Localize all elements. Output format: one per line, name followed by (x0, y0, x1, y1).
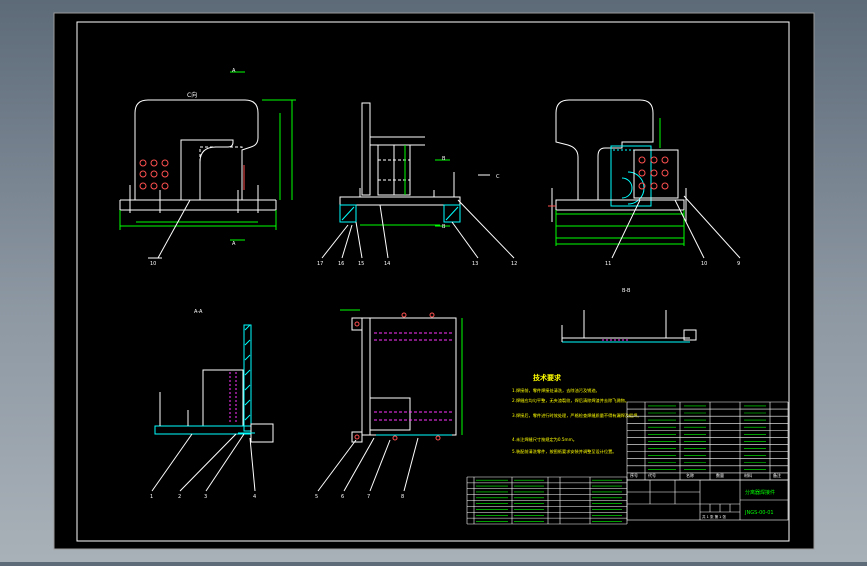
section-aa (151, 324, 274, 492)
section-bb-label: B-B (622, 288, 631, 294)
rear-base (555, 199, 685, 211)
balloon-5: 5 (315, 494, 318, 500)
balloon-6: 6 (341, 494, 344, 500)
view-rear (548, 99, 741, 259)
header-code: 代号 (648, 472, 656, 478)
section-bb (561, 310, 697, 343)
tech-req-item-4: 4.未注焊缝尺寸按规定为0.5mm。 (512, 436, 577, 443)
front-upright (361, 102, 371, 196)
header-remark: 备注 (773, 472, 781, 478)
tech-req-item-1: 1.焊接前，零件焊接处清洗，去除油污及锈迹。 (512, 387, 600, 394)
tech-req-item-3: 3.焊接后，零件进行时效处理，严格检查焊缝质量不得有漏焊及假焊。 (512, 412, 642, 419)
bb-end-block (683, 329, 697, 341)
inner-frame (76, 21, 790, 542)
balloon-13: 13 (472, 261, 478, 267)
view-rear-balloons: 11 10 9 (605, 261, 740, 267)
balloon-15: 15 (358, 261, 364, 267)
backplate-outline (134, 99, 259, 201)
balloon-1: 1 (150, 494, 153, 500)
balloon-2: 2 (178, 494, 181, 500)
view-front-balloons: 17 16 15 14 13 12 (317, 261, 517, 267)
balloon-3: 3 (204, 494, 207, 500)
technical-requirements: 技术要求 1.焊接前，零件焊接处清洗，去除油污及锈迹。 2.焊缝应均匀平整，无夹… (512, 373, 642, 455)
balloon-11: 11 (605, 261, 611, 267)
side-bottom-bracket (351, 431, 363, 443)
rear-hole-plate (633, 149, 679, 199)
cut-a-bottom: A (232, 241, 236, 247)
side-top-bracket (351, 317, 363, 331)
front-base-plate (339, 196, 461, 206)
view-c-label: C向 (187, 91, 197, 99)
view-rear-dimensions (555, 118, 685, 246)
tech-req-item-2: 2.焊缝应均匀平整，无夹渣裂纹，焊后清除焊渣并去除飞溅物。 (512, 397, 629, 404)
view-side (317, 309, 463, 492)
balloon-10: 10 (701, 261, 707, 267)
drawing-name: 分离器焊接件 (745, 489, 775, 496)
drawing-sheet (53, 12, 815, 550)
cut-b-top: B (442, 156, 446, 162)
aa-vertical-plate (243, 324, 252, 432)
view-c-balloons: 10 (150, 261, 156, 267)
view-c-dimensions (119, 71, 296, 241)
section-aa-balloons: 1 2 3 4 (150, 494, 256, 500)
parts-list-left (466, 476, 628, 525)
balloon-8: 8 (401, 494, 404, 500)
parts-list-right-header: 序号 代号 名称 数量 材料 备注 (630, 472, 781, 478)
balloon-4: 4 (253, 494, 256, 500)
view-side-holes (354, 312, 441, 441)
balloon-14: 14 (384, 261, 390, 267)
cut-a-top: A (232, 68, 236, 74)
view-front (321, 102, 515, 259)
rear-backplate (555, 99, 654, 201)
drawing-number: JNGS-00-01 (744, 510, 774, 516)
header-no: 序号 (630, 472, 638, 478)
balloon-view-c-1: 10 (150, 261, 156, 267)
cut-c: C (496, 174, 500, 180)
view-rear-holes (638, 156, 669, 190)
balloon-9: 9 (737, 261, 740, 267)
balloon-16: 16 (338, 261, 344, 267)
tech-req-item-5: 5.装配前清洗零件，按图纸要求安装并调整至设计位置。 (512, 448, 617, 455)
rear-section (610, 145, 652, 207)
balloon-17: 17 (317, 261, 323, 267)
title-block (626, 479, 789, 521)
view-c-holes (139, 159, 169, 190)
tech-req-title: 技术要求 (533, 373, 562, 382)
header-qty: 数量 (716, 472, 724, 478)
balloon-7: 7 (367, 494, 370, 500)
side-inner-block (369, 397, 411, 431)
header-name: 名称 (686, 472, 694, 478)
view-side-balloons: 5 6 7 8 (315, 494, 404, 500)
cut-b-bottom: B (442, 224, 446, 230)
sheet-count: 共 1 张 第 1 张 (702, 514, 727, 519)
balloon-12: 12 (511, 261, 517, 267)
header-material: 材料 (744, 472, 752, 478)
view-c: C向 A A (119, 68, 296, 259)
section-aa-label: A-A (194, 309, 203, 315)
front-left-channel (339, 204, 357, 223)
